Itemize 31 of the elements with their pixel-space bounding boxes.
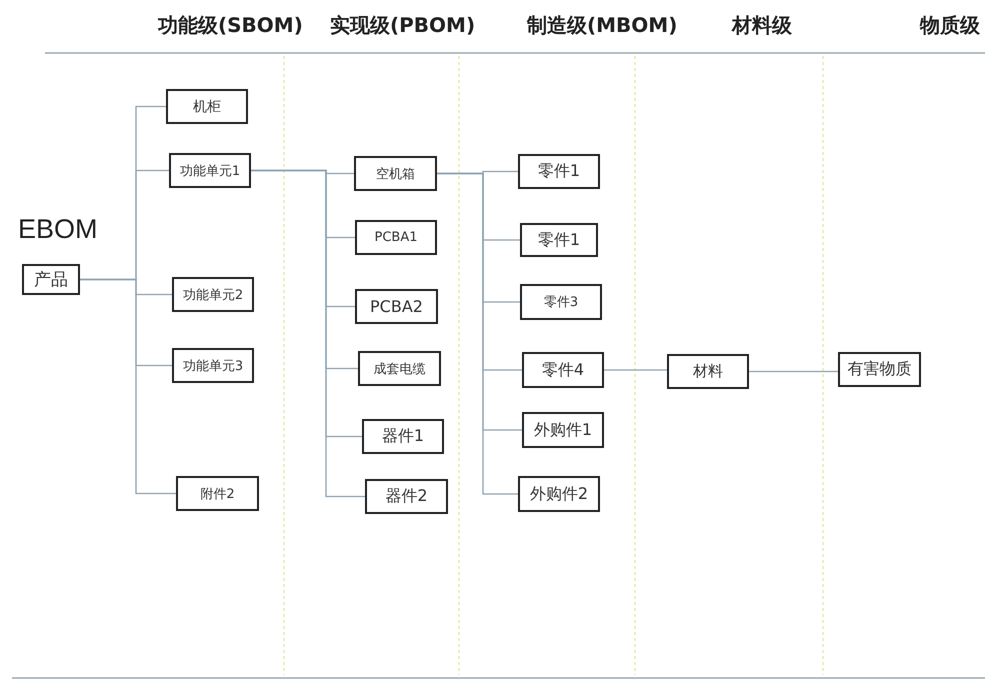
part-box: 器件1 [362,419,444,454]
connector-line [80,278,176,494]
connector-line [437,172,518,495]
part-box: PCBA1 [355,220,437,255]
part-box: 功能单元3 [172,348,254,383]
part-box: 附件2 [176,476,259,511]
part-box: 器件2 [365,479,448,514]
connector-line [251,170,365,498]
column-heading: 物质级 [920,12,980,39]
part-box: 功能单元2 [172,277,254,312]
part-box: 成套电缆 [358,351,441,386]
part-box: 零件3 [520,284,602,320]
part-box: 零件1 [520,223,598,257]
part-box: 材料 [667,354,749,389]
part-box: 机柜 [166,89,248,124]
part-box: PCBA2 [355,289,438,324]
root-label: EBOM [18,214,98,245]
part-box: 外购件1 [522,412,604,448]
part-box: 功能单元1 [169,153,251,188]
part-box: 零件4 [522,352,604,388]
part-box: 零件1 [518,154,600,189]
part-box: 外购件2 [518,476,600,512]
connector-line [749,370,838,372]
part-box: 空机箱 [354,156,437,191]
part-box: 有害物质 [838,352,921,387]
part-box: 产品 [22,264,80,295]
column-heading: 功能级(SBOM) [158,12,303,39]
column-heading: 实现级(PBOM) [330,12,476,39]
column-heading: 材料级 [732,12,792,39]
connector-line [604,369,667,371]
column-heading: 制造级(MBOM) [527,12,678,39]
